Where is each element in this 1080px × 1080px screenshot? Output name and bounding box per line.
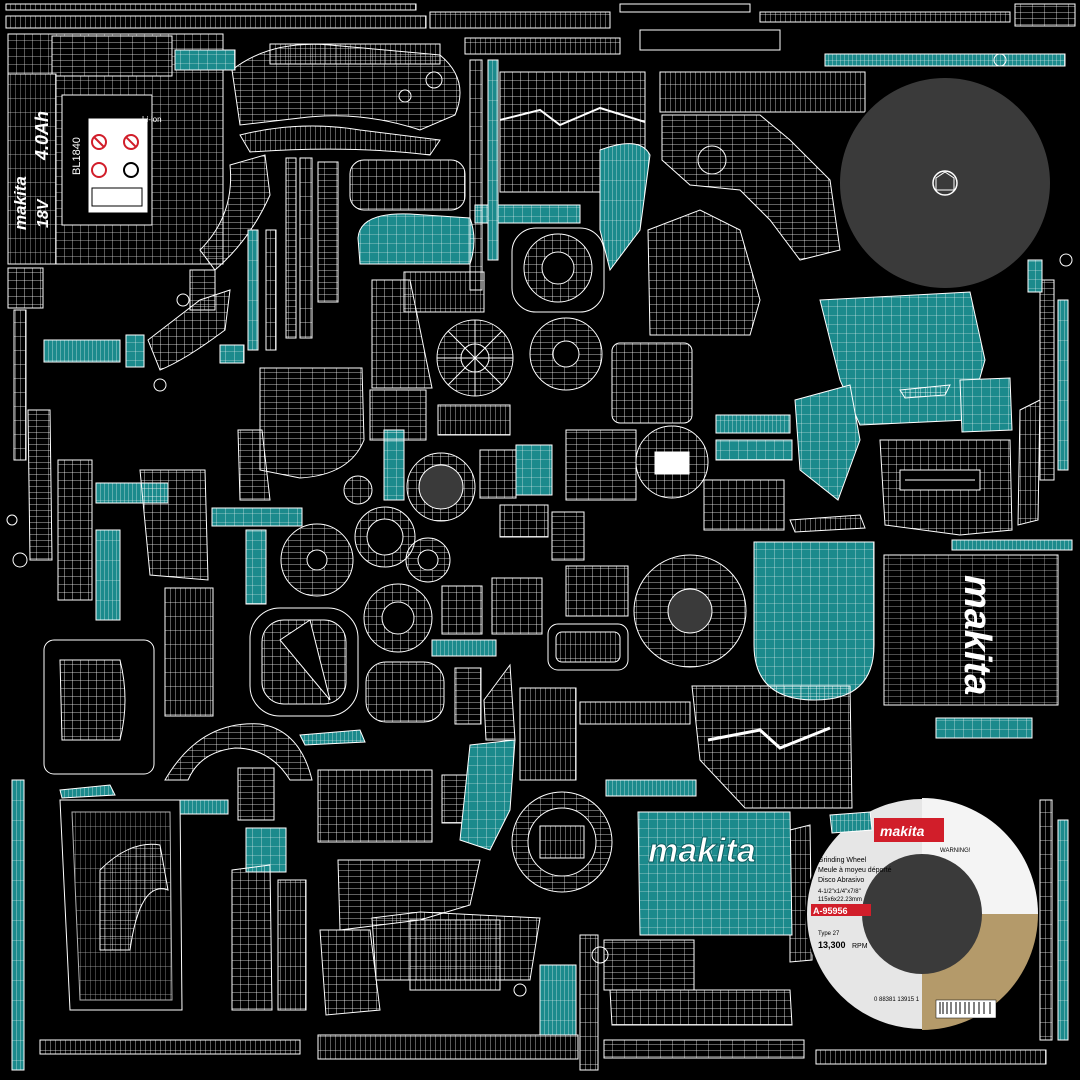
middle-islands: [27, 271, 785, 717]
battery-capacity: 4.0Ah: [32, 111, 52, 161]
center-rings: [280, 227, 747, 893]
grinding-disc-icon: [838, 76, 1052, 290]
right-shell: [579, 541, 1059, 809]
wheel-size-mm: 115x6x22.23mm: [818, 897, 862, 903]
wheel-type-no: Type 27: [818, 931, 840, 937]
wheel-label: [805, 797, 1039, 1031]
wheel-part-no: A-95956: [813, 906, 848, 916]
wheel-barcode-text: 0 88381 13915 1: [874, 997, 920, 1003]
wheel-rpm: 13,300: [818, 940, 846, 950]
vertical-strips: [11, 59, 1069, 1071]
wheel-rpm-unit: RPM: [852, 943, 868, 950]
bottom-teal-shell: [637, 811, 793, 936]
wheel-size: 4-1/2"x1/4"x7/8": [818, 889, 861, 895]
battery-brand-logo: makita: [11, 176, 30, 230]
shell-logo-top: makita: [956, 575, 998, 695]
rounded-squares: [43, 607, 577, 781]
battery-shell: [7, 33, 224, 311]
battery-voltage: 18V: [35, 198, 52, 228]
top-wire-islands: [147, 43, 866, 371]
shell-logo-bottom: makita: [648, 832, 756, 870]
wheel-fr-line: Meule à moyeu déporté: [818, 867, 892, 874]
wheel-warning: WARNING!: [940, 848, 971, 854]
upper-right-islands: [599, 114, 1041, 536]
wheel-type-line: Grinding Wheel: [818, 857, 867, 864]
scatter-bits: [6, 53, 1073, 997]
wheel-brand: makita: [880, 823, 925, 839]
bottom-islands: [39, 723, 1047, 1065]
battery-chem: Li-ion: [142, 115, 162, 124]
wheel-es-line: Disco Abrasivo: [818, 877, 864, 884]
battery-model: BL1840: [71, 137, 83, 175]
